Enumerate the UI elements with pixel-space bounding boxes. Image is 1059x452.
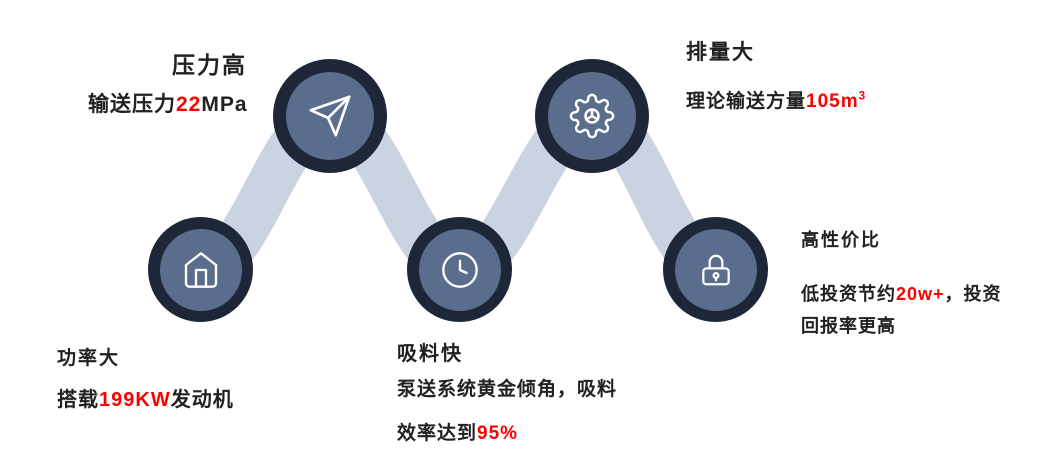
node-displacement [535,59,649,173]
node-suction-inner [418,228,501,311]
gear-icon [569,93,615,139]
node-pressure-inner [286,72,374,160]
node-power [148,217,253,322]
feature-value-desc-line1: 低投资节约20w+，投资 [801,280,1002,306]
highlight-value: 199KW [99,389,171,411]
text-segment: 发动机 [170,389,234,411]
node-value [663,217,768,322]
text-segment: MPa [201,93,248,116]
node-value-inner [674,228,757,311]
feature-suction-title: 吸料快 [397,343,463,365]
highlight-value: 95% [477,423,519,444]
clock-icon [440,250,480,290]
house-icon [181,250,221,290]
text-segment: 输送压力 [88,93,176,116]
paper-plane-icon [307,93,353,139]
text-segment: 效率达到 [397,423,478,444]
highlight-value: 22 [176,93,202,116]
highlight-value: 105m [806,91,859,112]
feature-value-desc-line2: 回报率更高 [801,312,896,338]
node-suction [407,217,512,322]
feature-pressure-desc: 输送压力22MPa [88,88,248,118]
lock-icon [697,251,735,289]
feature-power-title: 功率大 [57,348,121,369]
feature-pressure-title: 压力高 [172,52,247,78]
feature-suction-desc-line1: 泵送系统黄金倾角，吸料 [397,374,617,401]
feature-value-title: 高性价比 [801,230,881,250]
highlight-value: 20w+ [896,284,945,304]
feature-suction-desc-line2: 效率达到95% [397,418,518,445]
text-segment: 低投资节约 [801,284,896,304]
text-segment: 回报率更高 [801,316,896,336]
feature-power-desc: 搭载199KW发动机 [57,383,234,412]
text-segment: 理论输送方量 [686,91,807,112]
text-segment: 搭载 [57,389,99,411]
node-displacement-inner [548,72,636,160]
text-segment: ，投资 [944,284,1002,304]
text-segment: 泵送系统黄金倾角，吸料 [397,379,618,400]
node-power-inner [159,228,242,311]
feature-displacement-desc: 理论输送方量105m3 [686,86,866,113]
feature-displacement-title: 排量大 [686,41,755,64]
highlight-superscript: 3 [858,89,867,103]
node-pressure [273,59,387,173]
